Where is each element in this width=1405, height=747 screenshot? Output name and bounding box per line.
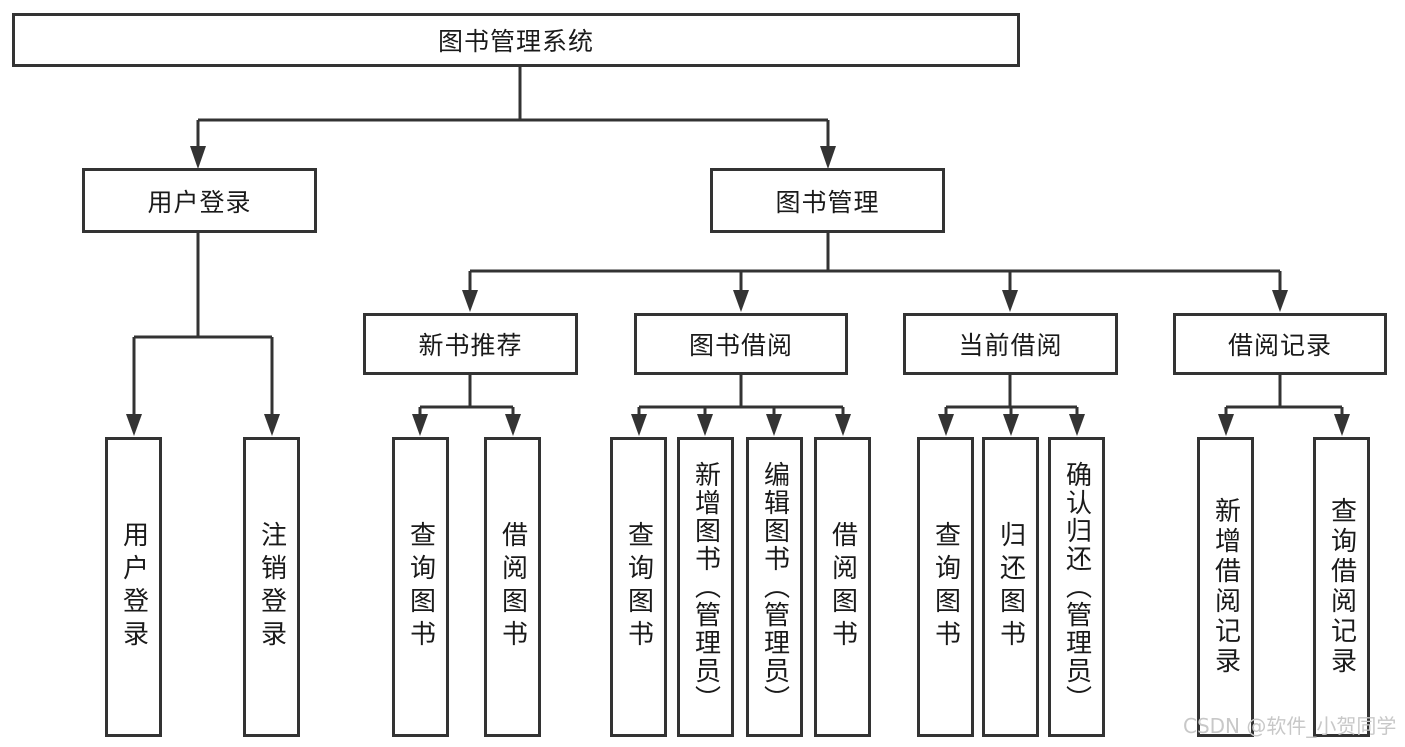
node-label: 用户登录 — [118, 521, 149, 653]
node-label: 图书管理 — [775, 187, 880, 217]
node-query-books-1: 查询图书 — [392, 437, 449, 737]
node-label: 当前借阅 — [958, 331, 1063, 360]
node-label: 注销登录 — [256, 521, 287, 653]
connector-wires — [132, 67, 1344, 416]
node-label: 查询借阅记录 — [1326, 497, 1357, 677]
node-query-books-3: 查询图书 — [917, 437, 974, 737]
node-label: 确认归还（管理员） — [1061, 461, 1092, 713]
node-logout: 注销登录 — [243, 437, 300, 737]
csdn-watermark: CSDN @软件_小贺同学 — [1183, 714, 1397, 738]
node-label: 新增借阅记录 — [1210, 497, 1241, 677]
node-new-book-recommendation: 新书推荐 — [363, 313, 578, 375]
node-return-books: 归还图书 — [982, 437, 1039, 737]
node-book-borrowing: 图书借阅 — [634, 313, 848, 375]
node-label: 借阅图书 — [827, 521, 858, 653]
node-label: 查询图书 — [405, 521, 436, 653]
node-label: 查询图书 — [930, 521, 961, 653]
node-current-borrowing: 当前借阅 — [903, 313, 1118, 375]
node-query-borrow-record: 查询借阅记录 — [1313, 437, 1370, 737]
node-label: 借阅图书 — [497, 521, 528, 653]
node-user-login-leaf: 用户登录 — [105, 437, 162, 737]
node-borrow-books-1: 借阅图书 — [484, 437, 541, 737]
node-query-books-2: 查询图书 — [610, 437, 667, 737]
node-label: 查询图书 — [623, 521, 654, 653]
node-label: 归还图书 — [995, 521, 1026, 653]
node-label: 编辑图书（管理员） — [759, 461, 790, 713]
node-add-book-admin: 新增图书（管理员） — [677, 437, 734, 737]
node-label: 用户登录 — [147, 187, 252, 217]
node-label: 新增图书（管理员） — [690, 461, 721, 713]
node-label: 图书借阅 — [688, 331, 793, 360]
node-book-management: 图书管理 — [710, 168, 945, 233]
node-confirm-return-admin: 确认归还（管理员） — [1048, 437, 1105, 737]
node-library-management-system: 图书管理系统 — [12, 13, 1020, 67]
node-label: 图书管理系统 — [437, 27, 594, 56]
node-borrow-books-2: 借阅图书 — [814, 437, 871, 737]
node-label: 新书推荐 — [418, 331, 523, 360]
arrowhead-icons — [126, 146, 1350, 436]
node-add-borrow-record: 新增借阅记录 — [1197, 437, 1254, 737]
node-label: 借阅记录 — [1227, 331, 1332, 360]
node-borrowing-records: 借阅记录 — [1173, 313, 1387, 375]
node-user-login: 用户登录 — [82, 168, 317, 233]
node-edit-book-admin: 编辑图书（管理员） — [746, 437, 803, 737]
